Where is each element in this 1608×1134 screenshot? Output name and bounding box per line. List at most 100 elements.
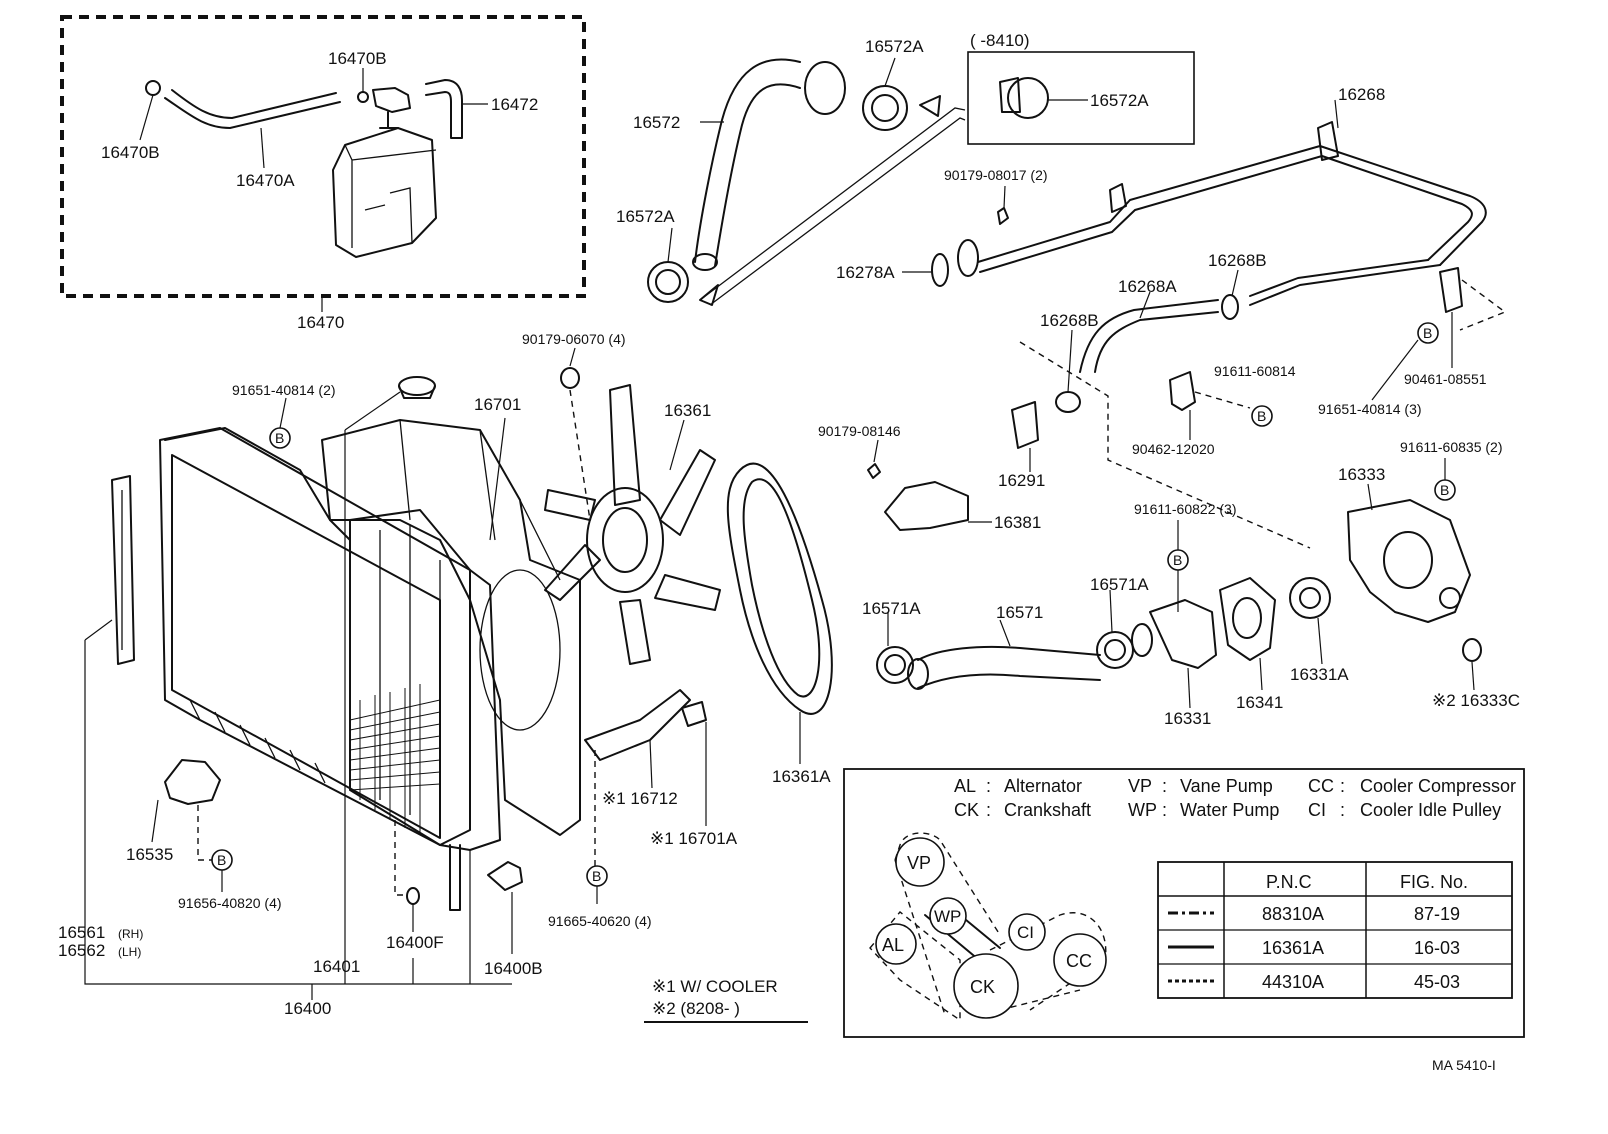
label-91611-60814: 91611-60814 bbox=[1214, 363, 1296, 379]
water-outlet-group: 90179-08146 16381 B B 91611-60835 (2) 16… bbox=[818, 423, 1520, 728]
upper-hose-end-upper bbox=[804, 61, 846, 115]
table-row-1-pnc: 88310A bbox=[1262, 904, 1324, 924]
table-header-pnc: P.N.C bbox=[1266, 872, 1312, 892]
label-16268a: 16268A bbox=[1118, 277, 1177, 296]
fan-nut bbox=[560, 367, 580, 389]
fan-blade-1 bbox=[609, 384, 641, 506]
pipe-flange bbox=[957, 239, 979, 277]
hose-clip-left bbox=[145, 80, 161, 96]
table-row-3-pnc: 44310A bbox=[1262, 972, 1324, 992]
label-16401: 16401 bbox=[313, 957, 360, 976]
fan-shroud-ring bbox=[479, 569, 561, 731]
label-16341: 16341 bbox=[1236, 693, 1283, 712]
bypass-hose bbox=[1079, 299, 1219, 373]
bolt-mark-text: B bbox=[275, 430, 284, 446]
fan-blade-4 bbox=[619, 599, 651, 665]
upper-radiator-hose bbox=[694, 58, 801, 267]
belt-route-cooler bbox=[989, 912, 1107, 1011]
thermostat-gasket bbox=[1219, 577, 1276, 661]
diagram-id: MA 5410-I bbox=[1432, 1057, 1496, 1073]
hose-clamp-lower bbox=[647, 261, 689, 303]
legend-frame bbox=[843, 768, 1525, 1038]
pulley-wp-label: WP bbox=[934, 907, 961, 926]
hose-clamp-upper bbox=[862, 85, 908, 131]
label-90461-08551: 90461-08551 bbox=[1404, 371, 1487, 387]
reserve-tank-boundary bbox=[60, 15, 586, 298]
hose-clamp-lower-inner bbox=[655, 269, 681, 295]
thermostat-gasket-hole bbox=[1232, 597, 1262, 639]
bolt-mark bbox=[1417, 322, 1439, 344]
water-inlet-housing bbox=[1347, 499, 1471, 623]
pulley-ck-label: CK bbox=[970, 977, 995, 997]
label-91656-40820: 91656-40820 (4) bbox=[178, 895, 282, 911]
label-91651-40814-2: 91651-40814 (2) bbox=[232, 382, 336, 398]
outlet-nut bbox=[867, 463, 881, 479]
label-16268b-top: 16268B bbox=[1208, 251, 1267, 270]
pulley-cc-label: CC bbox=[1066, 951, 1092, 971]
pipe-clamp-right bbox=[1439, 267, 1463, 313]
label-16572a-left: 16572A bbox=[616, 207, 675, 226]
fan-group: 90179-06070 (4) 16361 16361A bbox=[522, 331, 833, 786]
lower-shroud-clip bbox=[681, 701, 707, 727]
lower-hose-clamp-left-inner bbox=[884, 654, 906, 676]
abbr-code-vp: VP bbox=[1128, 776, 1152, 796]
tank-cap-stem bbox=[379, 111, 399, 129]
label-16278a: 16278A bbox=[836, 263, 895, 282]
pulley-ck bbox=[953, 953, 1019, 1019]
footnotes: ※1 W/ COOLER ※2 (8208- ) bbox=[644, 977, 808, 1023]
table-header-fig: FIG. No. bbox=[1400, 872, 1468, 892]
label-90179-08146: 90179-08146 bbox=[818, 423, 901, 439]
pulley-ci bbox=[1008, 913, 1046, 951]
pipe-clamp-right-dash bbox=[1459, 279, 1507, 331]
pipe-nut bbox=[997, 207, 1009, 225]
bypass-pipe bbox=[977, 145, 1487, 273]
abbr-sep-wp: : bbox=[1162, 800, 1167, 820]
bolt-mark-text: B bbox=[1257, 408, 1266, 424]
pulley-al-label: AL bbox=[882, 935, 904, 955]
abbr-name-ci: Cooler Idle Pulley bbox=[1360, 800, 1501, 820]
elbow-hose bbox=[425, 79, 463, 139]
pulley-vp-label: VP bbox=[907, 853, 931, 873]
bypass-valve bbox=[1011, 401, 1039, 449]
label-16470: 16470 bbox=[297, 313, 344, 332]
overflow-hose bbox=[164, 97, 341, 129]
pulley-al bbox=[875, 923, 917, 965]
label-16470b-top: 16470B bbox=[328, 49, 387, 68]
label-16470b-left: 16470B bbox=[101, 143, 160, 162]
pipe-gasket bbox=[931, 253, 949, 287]
clamp-variant-screw bbox=[999, 77, 1021, 113]
lower-shroud bbox=[584, 689, 691, 761]
water-inlet-pipe bbox=[1131, 623, 1153, 657]
bypass-bracket bbox=[1169, 371, 1196, 411]
abbr-code-wp: WP bbox=[1128, 800, 1157, 820]
pulley-wp bbox=[929, 897, 967, 935]
radiator-core bbox=[159, 427, 501, 851]
label-16333: 16333 bbox=[1338, 465, 1385, 484]
label-16331a: 16331A bbox=[1290, 665, 1349, 684]
reserve-tank-group: 16470 16470B 16470B 16470A 16472 bbox=[60, 15, 586, 332]
abbr-sep-al: : bbox=[986, 776, 991, 796]
label-16470a: 16470A bbox=[236, 171, 295, 190]
housing-nut bbox=[1462, 638, 1482, 662]
fan-blade-5 bbox=[544, 544, 601, 601]
radiator-side-tank-lines bbox=[379, 525, 441, 830]
fan-nut-dash bbox=[569, 389, 591, 521]
label-box-range: ( -8410) bbox=[970, 31, 1030, 50]
bolt-mark-text: B bbox=[1440, 482, 1449, 498]
label-16571: 16571 bbox=[996, 603, 1043, 622]
label-90179-08017: 90179-08017 (2) bbox=[944, 167, 1048, 183]
table-row-2-pnc: 16361A bbox=[1262, 938, 1324, 958]
label-16572: 16572 bbox=[633, 113, 680, 132]
label-16561: 16561 bbox=[58, 923, 105, 942]
label-91651-40814-3: 91651-40814 (3) bbox=[1318, 401, 1422, 417]
hose-clip-top bbox=[357, 91, 369, 103]
pipe-bracket bbox=[1109, 183, 1127, 213]
label-16535: 16535 bbox=[126, 845, 173, 864]
clamp-variant-box bbox=[967, 51, 1195, 145]
label-90179-06070: 90179-06070 (4) bbox=[522, 331, 626, 347]
note-date: ※2 (8208- ) bbox=[652, 999, 740, 1018]
label-91665-40620: 91665-40620 (4) bbox=[548, 913, 652, 929]
bypass-bracket-dash bbox=[1194, 391, 1251, 409]
abbr-sep-cc: : bbox=[1340, 776, 1345, 796]
label-16472: 16472 bbox=[491, 95, 538, 114]
